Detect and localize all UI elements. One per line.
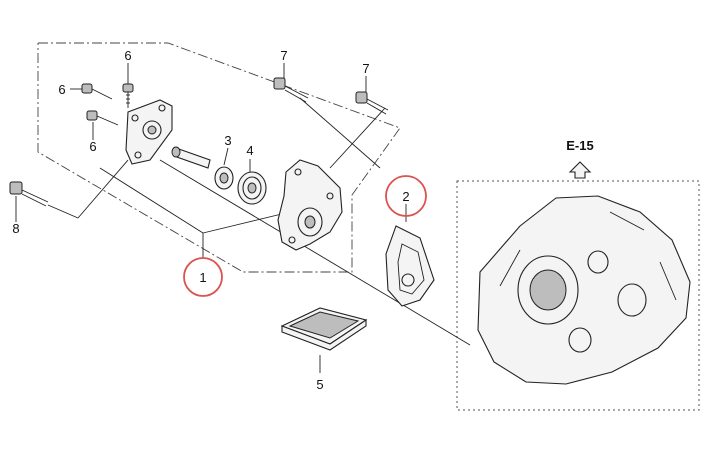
gasket — [385, 225, 435, 307]
crankcase-reference-box — [456, 180, 700, 411]
outer-rotor — [237, 171, 267, 205]
oil-pump-cover — [125, 99, 173, 165]
bolt-6-top — [122, 83, 134, 108]
bolt-8 — [9, 181, 49, 207]
callout-5: 5 — [316, 377, 323, 392]
highlight-circle-1 — [183, 257, 223, 297]
oil-pump-body — [277, 159, 343, 251]
highlight-circle-2 — [385, 175, 427, 217]
reference-arrow — [568, 161, 592, 179]
callout-7-left: 7 — [280, 48, 287, 63]
bolt-7-left — [273, 77, 309, 103]
oil-pump-assembly-boundary — [37, 42, 401, 273]
callout-8: 8 — [12, 221, 19, 236]
pump-shaft — [171, 146, 211, 169]
callout-6-lower: 6 — [89, 139, 96, 154]
bolt-6-middle — [81, 83, 113, 100]
callout-6-top: 6 — [124, 48, 131, 63]
bolt-7-right — [355, 91, 389, 115]
inner-rotor — [214, 166, 234, 190]
callout-6-middle: 6 — [58, 82, 65, 97]
callout-4: 4 — [246, 143, 253, 158]
callout-1: 1 — [199, 270, 206, 285]
bolt-6-lower — [86, 110, 119, 126]
callout-7-right: 7 — [362, 61, 369, 76]
crankcase — [477, 195, 691, 385]
callout-2: 2 — [402, 189, 409, 204]
leader-lines — [15, 63, 471, 373]
reference-label: E-15 — [566, 138, 593, 153]
oil-strainer — [280, 307, 368, 351]
callout-3: 3 — [224, 133, 231, 148]
